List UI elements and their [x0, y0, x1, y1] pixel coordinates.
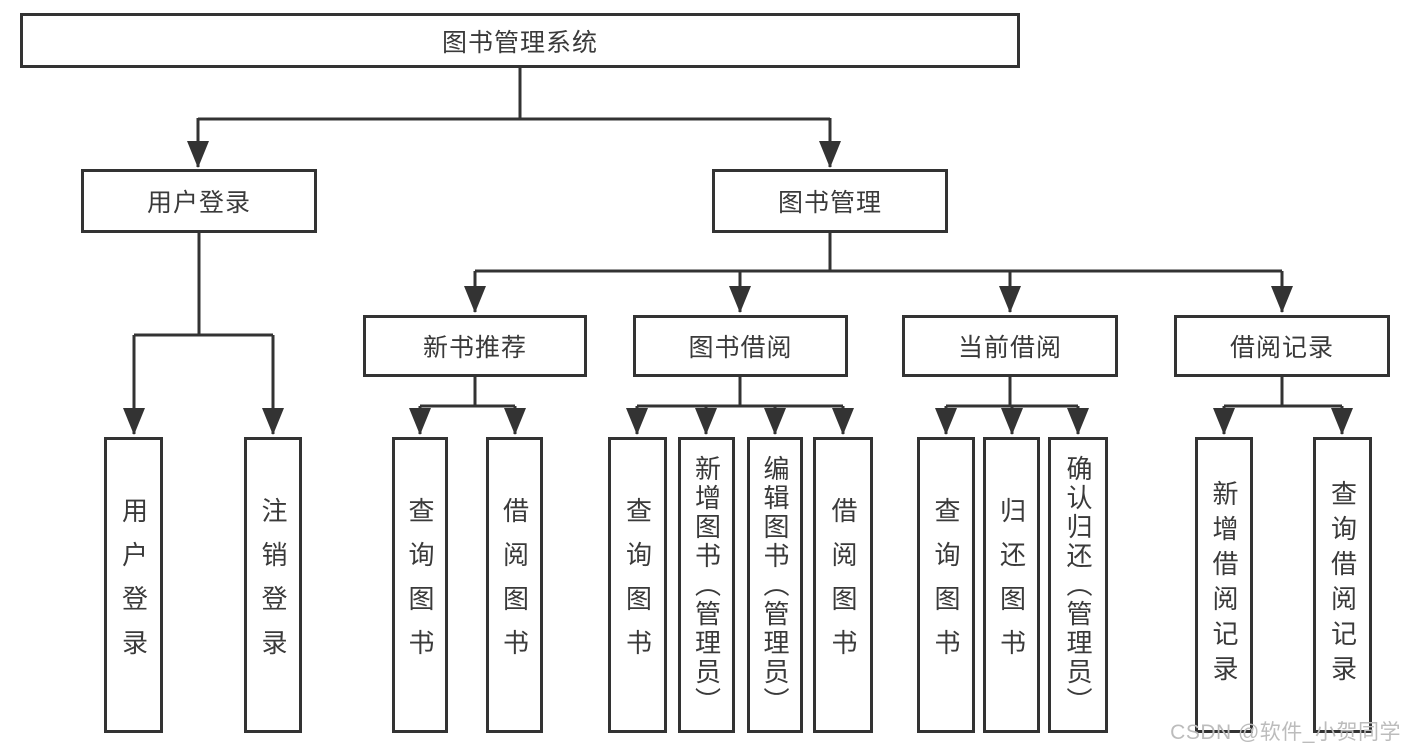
node-leaf-query-book-cb: 查询图书 [917, 437, 975, 733]
connector-user-login [134, 233, 273, 337]
node-leaf-query-book-bb: 查询图书 [608, 437, 667, 733]
node-category-book-borrow: 图书借阅 [633, 315, 848, 377]
node-leaf-query-borrow-record: 查询借阅记录 [1313, 437, 1372, 733]
node-leaf-add-book-admin: 新增图书（管理员） [678, 437, 735, 733]
node-category-current-borrow: 当前借阅 [902, 315, 1118, 377]
node-leaf-add-borrow-record: 新增借阅记录 [1195, 437, 1253, 733]
connector-root [198, 67, 830, 121]
node-category-new-book-recommend: 新书推荐 [363, 315, 587, 377]
connector-book-borrow [637, 377, 843, 408]
node-branch-user-login: 用户登录 [81, 169, 317, 233]
node-leaf-user-login: 用户登录 [104, 437, 163, 733]
node-leaf-confirm-return-admin: 确认归还（管理员） [1048, 437, 1108, 733]
node-leaf-query-book-nb: 查询图书 [392, 437, 448, 733]
node-leaf-logout: 注销登录 [244, 437, 302, 733]
connector-book-mgmt [475, 233, 1282, 273]
connector-new-book [420, 377, 515, 408]
node-leaf-borrow-book-bb: 借阅图书 [813, 437, 873, 733]
node-leaf-borrow-book-nb: 借阅图书 [486, 437, 543, 733]
connector-current-borrow [946, 377, 1078, 408]
node-branch-book-management: 图书管理 [712, 169, 948, 233]
node-category-borrow-record: 借阅记录 [1174, 315, 1390, 377]
connector-borrow-record [1224, 377, 1342, 408]
watermark: CSDN @软件_小贺同学 [1170, 721, 1401, 744]
node-root-library-system: 图书管理系统 [20, 13, 1020, 68]
node-leaf-edit-book-admin: 编辑图书（管理员） [747, 437, 803, 733]
node-leaf-return-book: 归还图书 [983, 437, 1040, 733]
